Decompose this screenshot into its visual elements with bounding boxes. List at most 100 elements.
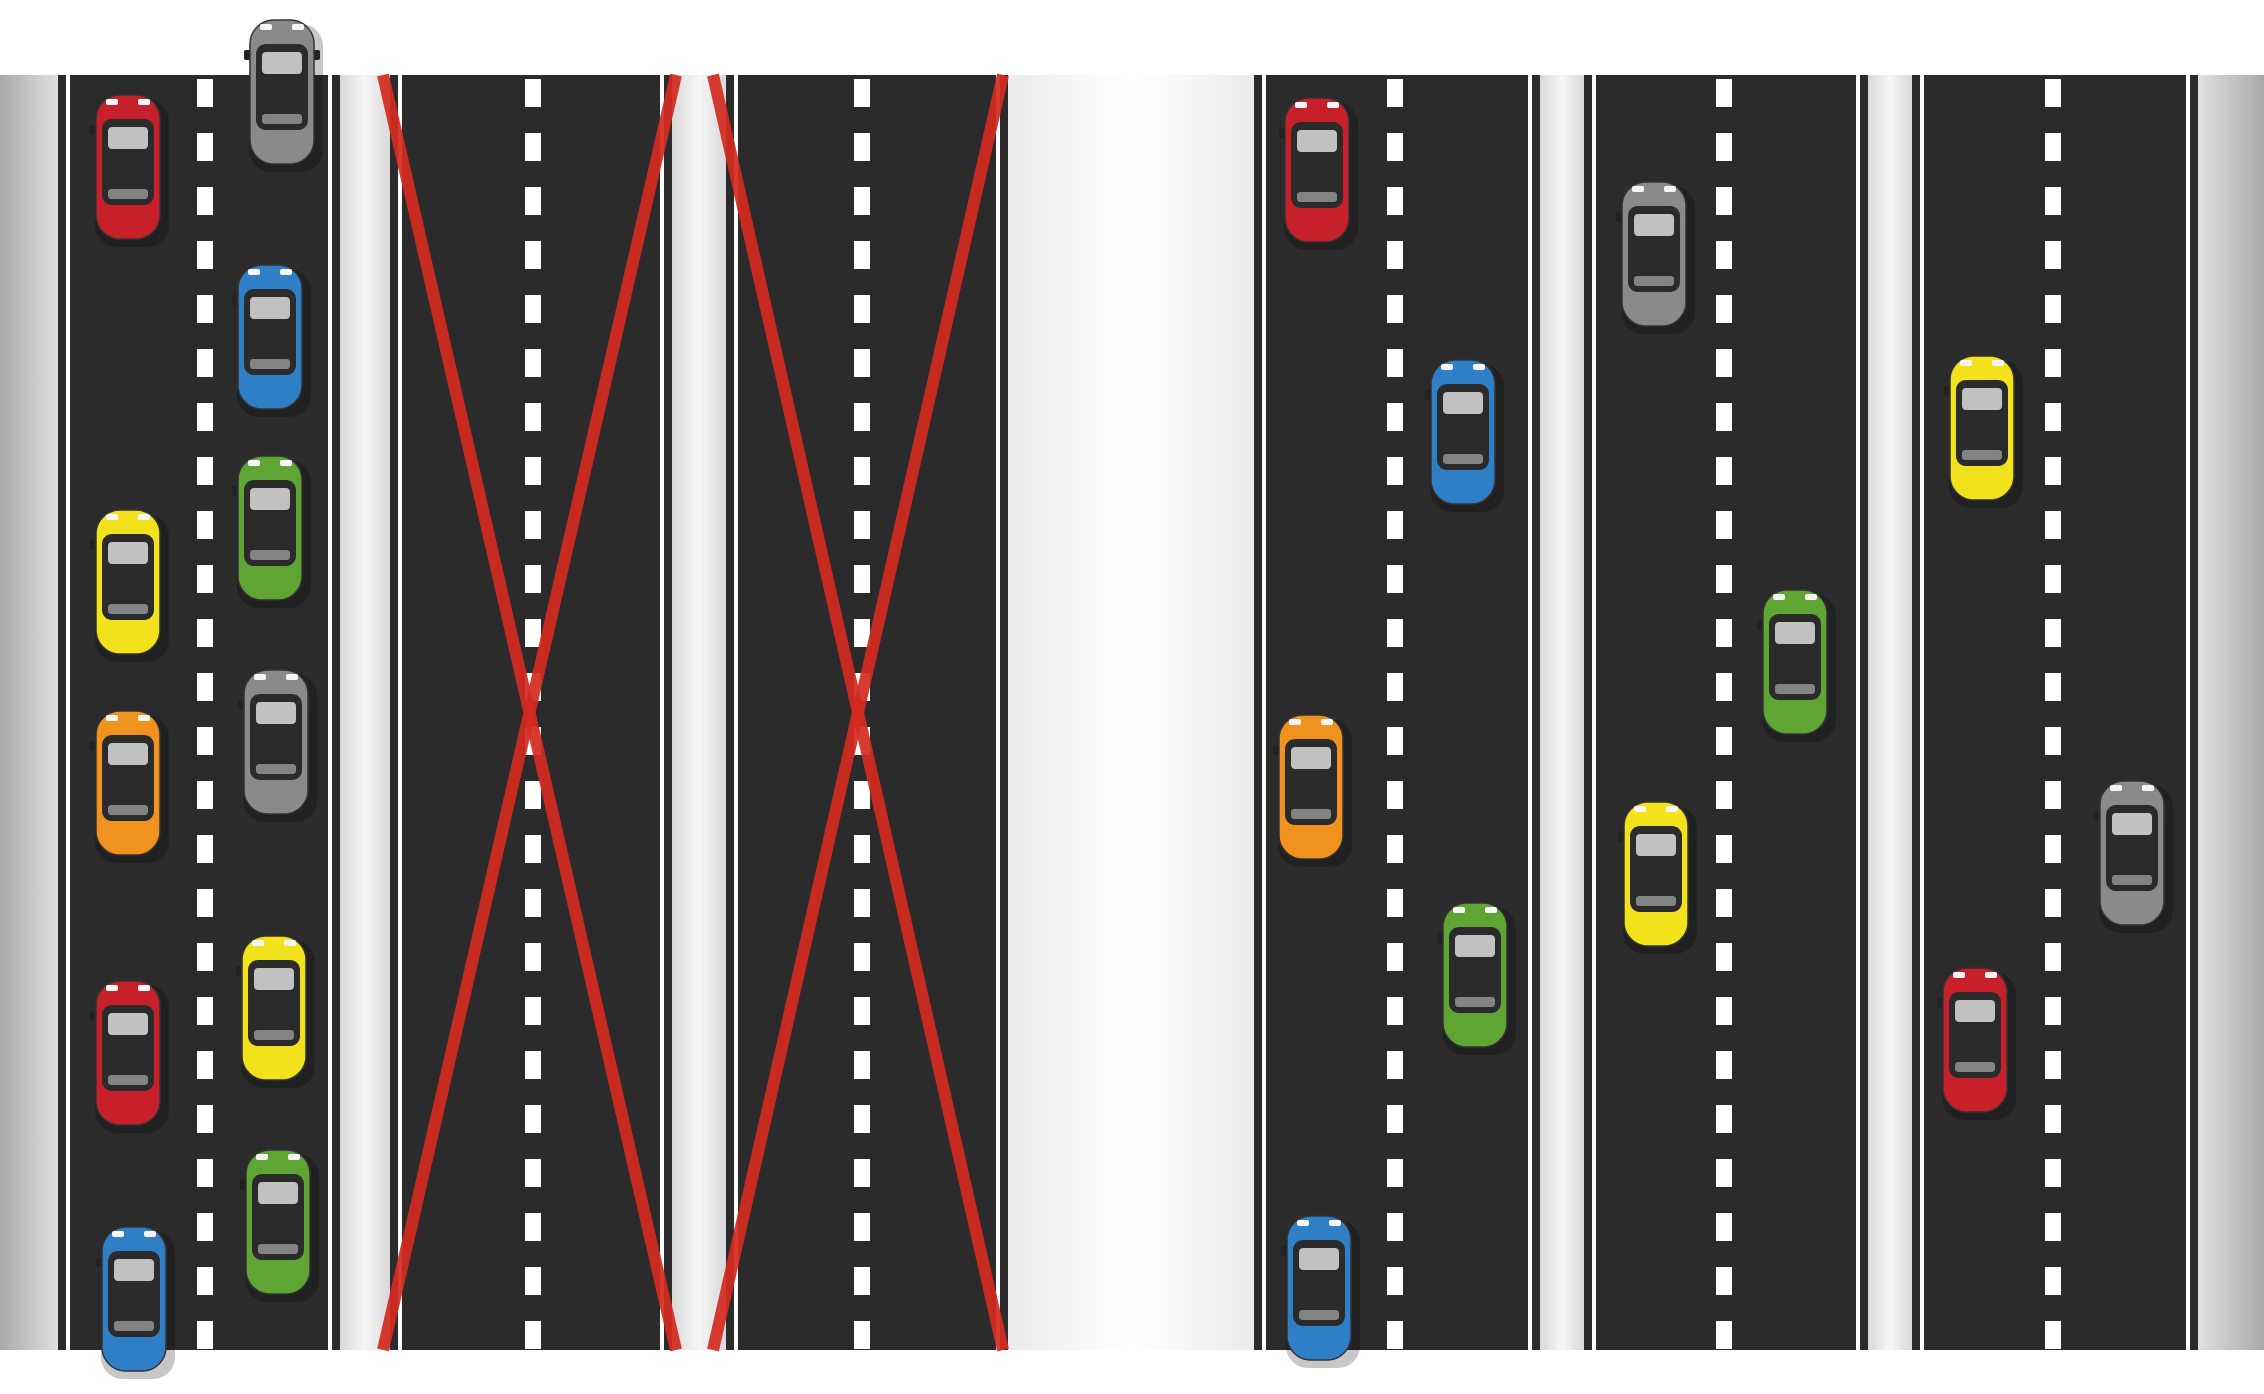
car-blue — [1281, 1215, 1360, 1368]
lane-dash — [2045, 1051, 2061, 1079]
lane-dash — [2045, 133, 2061, 161]
lane-dash — [197, 295, 213, 323]
lane-dash — [525, 943, 541, 971]
car-rear-window — [1636, 896, 1676, 906]
car-rear-window — [108, 1075, 148, 1085]
lane-dash — [1716, 673, 1732, 701]
closure-stroke — [707, 73, 1009, 1352]
car-headlight — [138, 985, 150, 991]
car-green — [1757, 589, 1836, 742]
car-windshield — [1636, 834, 1676, 856]
car-orange — [90, 710, 169, 863]
lane-dash — [854, 997, 870, 1025]
lane-dash — [854, 1159, 870, 1187]
lane-dash — [1387, 619, 1403, 647]
lane-dash — [854, 1321, 870, 1349]
lane-dash — [1387, 349, 1403, 377]
lane-dash — [1716, 403, 1732, 431]
lane-closure-x — [377, 73, 682, 1352]
lane-dash — [1716, 781, 1732, 809]
lane-dash — [1387, 1267, 1403, 1295]
car-windshield — [1443, 392, 1483, 414]
lane-dash — [2045, 619, 2061, 647]
car-windshield — [1299, 1248, 1339, 1270]
lane-dash — [197, 889, 213, 917]
car-headlight — [1992, 360, 2004, 366]
lane-dash — [1387, 565, 1403, 593]
lane-dash — [525, 781, 541, 809]
right-shoulder — [2198, 75, 2264, 1350]
lane-dash — [1716, 1159, 1732, 1187]
car-windshield — [1634, 214, 1674, 236]
lane-dash — [854, 403, 870, 431]
car-rear-window — [108, 805, 148, 815]
car-windshield — [108, 743, 148, 765]
car-windshield — [114, 1259, 154, 1281]
road-surface — [726, 75, 1008, 1350]
car-windshield — [108, 127, 148, 149]
lane-dash — [197, 727, 213, 755]
lane-dash — [2045, 79, 2061, 107]
car-headlight — [106, 514, 118, 520]
car-headlight — [106, 985, 118, 991]
car-headlight — [292, 24, 304, 30]
lane-dash — [1716, 619, 1732, 647]
lane-dash — [854, 619, 870, 647]
car-blue — [96, 1226, 175, 1379]
ground-layer — [0, 75, 2264, 1350]
car-headlight — [1960, 360, 1972, 366]
lane-dash — [525, 1105, 541, 1133]
lane-dash — [854, 781, 870, 809]
car-rear-window — [1297, 192, 1337, 202]
car-red — [90, 980, 169, 1133]
lane-dash — [2045, 457, 2061, 485]
lane-dash — [1387, 835, 1403, 863]
closure-stroke — [377, 73, 682, 1352]
car-windshield — [250, 488, 290, 510]
lane-dash — [1716, 241, 1732, 269]
car-headlight — [1329, 1220, 1341, 1226]
lane-dash — [1387, 997, 1403, 1025]
lane-dash — [1716, 943, 1732, 971]
lane-dash — [1716, 1267, 1732, 1295]
lane-dash — [854, 1105, 870, 1133]
edge-line — [1262, 75, 1266, 1350]
lane-dash — [1716, 835, 1732, 863]
car-yellow — [90, 509, 169, 662]
edge-line — [734, 75, 738, 1350]
car-gray — [238, 669, 317, 822]
lane-dash — [854, 835, 870, 863]
lane-dash — [525, 511, 541, 539]
car-headlight — [248, 460, 260, 466]
lane-dash — [525, 187, 541, 215]
lane-dash — [1387, 781, 1403, 809]
lane-dash — [2045, 295, 2061, 323]
car-blue — [1425, 359, 1504, 512]
road-surface — [1912, 75, 2198, 1350]
lane-dash — [1387, 403, 1403, 431]
edge-line — [1920, 75, 1924, 1350]
car-red — [1937, 967, 2016, 1120]
car-rear-window — [114, 1321, 154, 1331]
lane-dash — [2045, 403, 2061, 431]
edge-line — [1528, 75, 1532, 1350]
lane-dash — [525, 457, 541, 485]
edge-line — [996, 75, 1000, 1350]
lane-dash — [1716, 1321, 1732, 1349]
car-headlight — [286, 674, 298, 680]
car-green — [240, 1149, 319, 1302]
lane-dash — [854, 241, 870, 269]
car-red — [1279, 97, 1358, 250]
car-headlight — [280, 460, 292, 466]
median-strip — [340, 75, 390, 1350]
car-headlight — [1773, 594, 1785, 600]
edge-line — [398, 75, 402, 1350]
car-rear-window — [1299, 1310, 1339, 1320]
car-headlight — [1473, 364, 1485, 370]
lane-dash — [854, 943, 870, 971]
lane-dash — [197, 943, 213, 971]
edge-line — [66, 75, 70, 1350]
car-headlight — [248, 269, 260, 275]
lane-dash — [197, 1051, 213, 1079]
car-headlight — [138, 99, 150, 105]
